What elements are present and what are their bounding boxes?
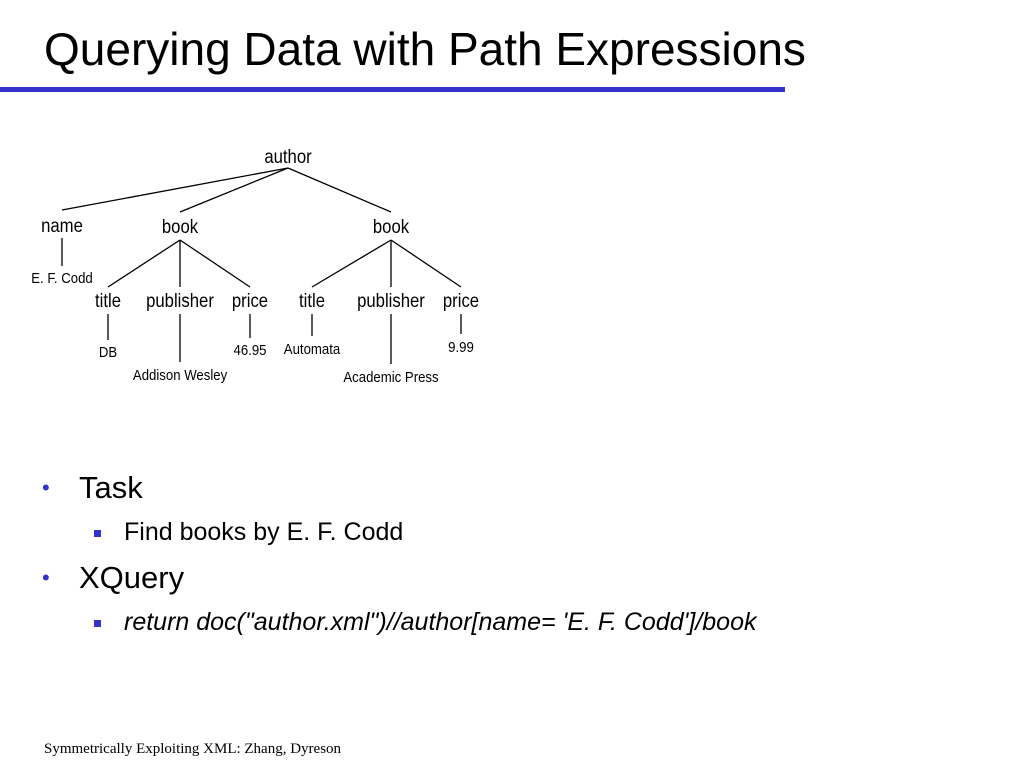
sub-bullet-marker [94,530,101,537]
node-title-2: title [299,290,325,311]
sub-bullet-xquery: return doc("author.xml")//author[name= '… [124,608,757,636]
node-publisher-2: publisher [357,290,425,311]
bullet-task: Task [79,470,143,505]
value-title-2: Automata [284,340,341,357]
node-book-2: book [373,216,409,237]
edge-book2-price [390,239,462,288]
node-book-1: book [162,216,198,237]
bullet-xquery: XQuery [79,560,185,595]
node-name: name [41,215,83,236]
edge-author-name [61,167,289,211]
value-price-2: 9.99 [448,338,474,355]
node-title-1: title [95,290,121,311]
edge-author-book2 [287,167,392,213]
sub-bullet-marker [94,620,101,627]
edge-book1-price [179,239,251,288]
value-price-1: 46.95 [234,341,267,358]
node-publisher-1: publisher [146,290,214,311]
edge-book1-title [107,239,181,288]
value-publisher-2: Academic Press [343,368,438,385]
value-name: E. F. Codd [31,269,93,286]
edge-author-book1 [179,167,289,213]
sub-bullet-task: Find books by E. F. Codd [124,518,404,546]
node-author: author [264,146,311,167]
edge-book2-title [311,239,392,288]
slide-title: Querying Data with Path Expressions [44,23,806,75]
node-price-1: price [232,290,268,311]
bullet-marker: • [42,565,50,590]
xml-tree-diagram: author name E. F. Codd book title publis… [31,146,479,385]
value-publisher-1: Addison Wesley [133,366,228,383]
slide-footer: Symmetrically Exploiting XML: Zhang, Dyr… [44,741,342,757]
value-title-1: DB [99,343,117,360]
node-price-2: price [443,290,479,311]
bullet-marker: • [42,475,50,500]
title-underline [0,87,785,92]
